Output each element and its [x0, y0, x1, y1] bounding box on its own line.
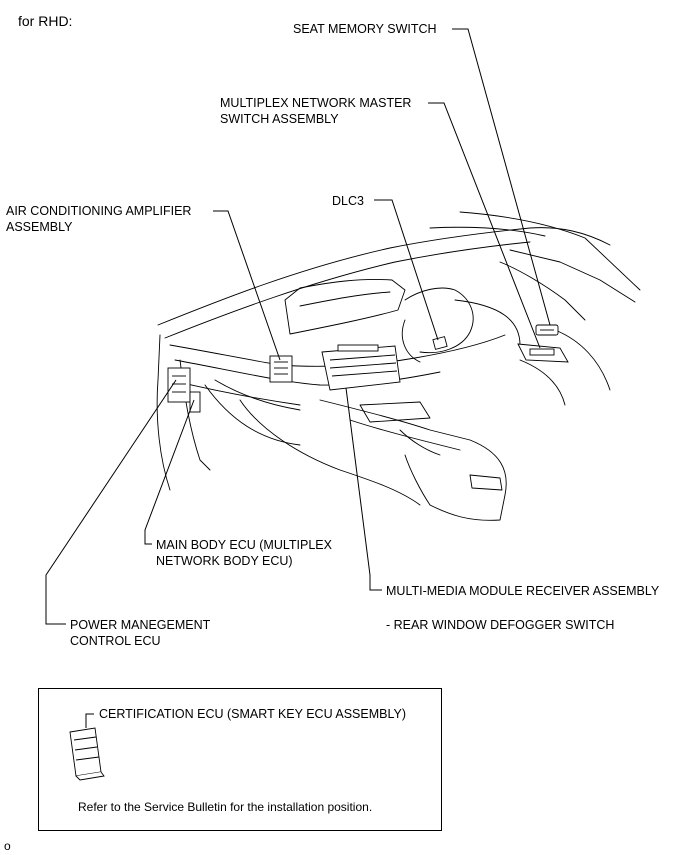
- windshield-edge: [459, 211, 641, 291]
- leader-multimedia: [345, 387, 382, 591]
- dash-top-inner: [164, 241, 531, 339]
- label-main-body-ecu-line2: NETWORK BODY ECU): [156, 554, 293, 568]
- center-console: [319, 399, 507, 521]
- label-multiplex-master-line2: SWITCH ASSEMBLY: [220, 112, 339, 126]
- inset-note: Refer to the Service Bulletin for the in…: [78, 800, 373, 814]
- inset-box: [38, 688, 442, 831]
- leader-power-mgmt: [45, 379, 177, 625]
- main-body-ecu-part: [167, 367, 191, 403]
- label-dlc3: DLC3: [332, 194, 364, 208]
- label-power-mgmt-line1: POWER MANEGEMENT: [70, 618, 211, 632]
- leader-main-body-ecu: [144, 399, 195, 545]
- glovebox: [214, 379, 301, 411]
- variant-label: for RHD:: [18, 13, 73, 29]
- label-ac-amplifier-line2: ASSEMBLY: [6, 220, 73, 234]
- figure-code: o: [4, 839, 11, 853]
- left-side-panel: [156, 334, 171, 491]
- console-cubby: [469, 474, 503, 491]
- label-multiplex-master-line1: MULTIPLEX NETWORK MASTER: [220, 96, 412, 110]
- leader-multiplex-master: [428, 102, 541, 349]
- leader-seat-memory: [452, 28, 551, 326]
- dash-top-outline: [157, 227, 611, 326]
- label-power-mgmt-line2: CONTROL ECU: [70, 634, 161, 648]
- label-main-body-ecu-line1: MAIN BODY ECU (MULTIPLEX: [156, 538, 332, 552]
- a-pillar: [499, 261, 586, 321]
- ac-amplifier-part: [269, 355, 293, 383]
- label-rear-defogger: - REAR WINDOW DEFOGGER SWITCH: [386, 618, 615, 632]
- dlc3-part: [432, 336, 448, 350]
- display-hood: [284, 279, 406, 335]
- label-ac-amplifier-line1: AIR CONDITIONING AMPLIFIER: [6, 204, 192, 218]
- leader-ac-amplifier: [213, 210, 281, 361]
- label-certification-ecu: CERTIFICATION ECU (SMART KEY ECU ASSEMBL…: [99, 707, 407, 721]
- label-multimedia-receiver: MULTI-MEDIA MODULE RECEIVER ASSEMBLY: [386, 584, 660, 598]
- leader-dlc3: [374, 199, 439, 341]
- label-seat-memory-switch: SEAT MEMORY SWITCH: [293, 22, 437, 36]
- power-mgmt-ecu-part: [189, 391, 201, 413]
- right-door-line: [554, 329, 611, 391]
- steering-column: [404, 287, 474, 354]
- leader-certification-ecu: [85, 713, 94, 728]
